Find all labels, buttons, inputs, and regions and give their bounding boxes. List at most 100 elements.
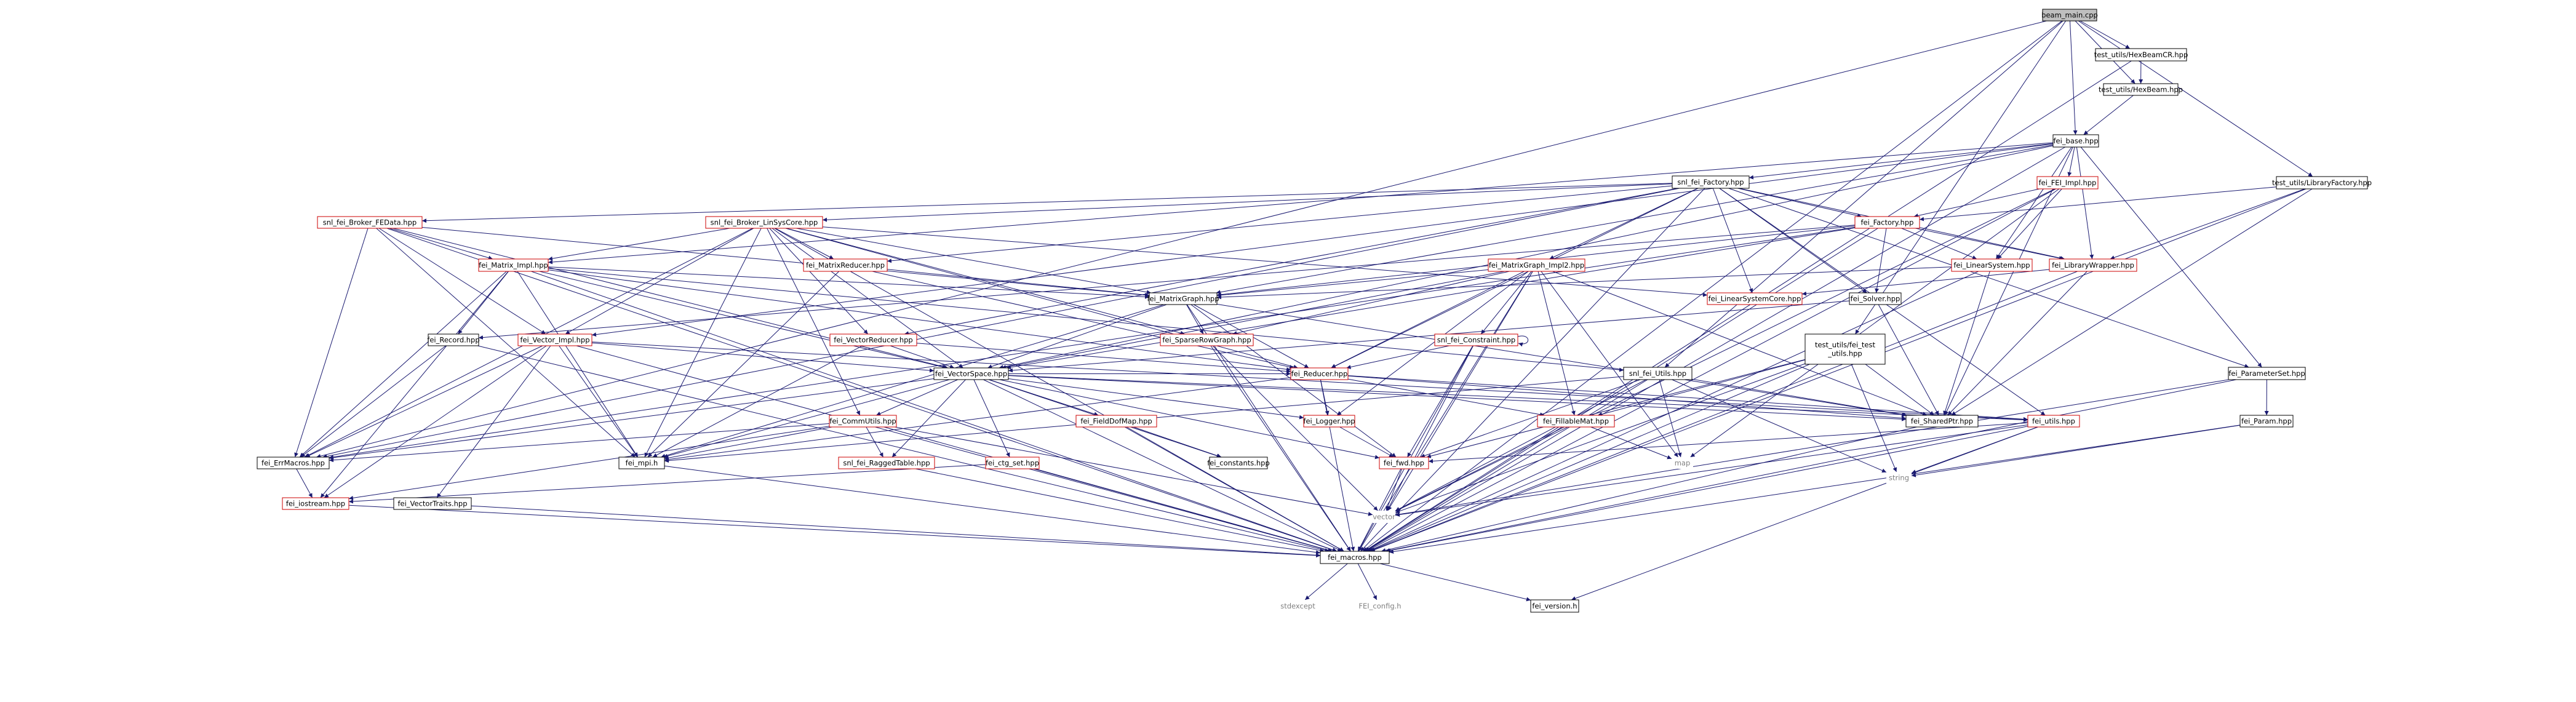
- edge-fei_base-to-matrix_impl: [548, 142, 2054, 265]
- node-box: [282, 497, 349, 510]
- node-linearsystem[interactable]: fei_LinearSystem.hpp: [1951, 258, 2033, 272]
- nodes-layer: beam_main.cpptest_utils/HexBeamCR.hpptes…: [257, 9, 2372, 613]
- node-box: [1672, 175, 1750, 189]
- edge-fei_base-to-sharedptr: [1944, 146, 2073, 416]
- node-test_fei_utils[interactable]: test_utils/fei_test_utils.hpp: [1804, 333, 1886, 365]
- edge-matrixreducer-to-matrixgraph: [887, 269, 1150, 297]
- node-commutils[interactable]: fei_CommUtils.hpp: [829, 415, 897, 428]
- edge-vectorspace-to-ctg_set: [973, 379, 1010, 458]
- node-macros[interactable]: fei_macros.hpp: [1320, 551, 1390, 564]
- node-fei_factory[interactable]: fei_Factory.hpp: [1854, 216, 1920, 229]
- node-mpi[interactable]: fei_mpi.h: [618, 457, 665, 469]
- edge-mpi-to-macros: [664, 465, 1321, 555]
- edge-snl_utils-to-macros: [1365, 379, 1648, 552]
- node-logger[interactable]: fei_Logger.hpp: [1303, 415, 1355, 428]
- node-utils[interactable]: fei_utils.hpp: [2027, 415, 2080, 428]
- node-box: [2052, 134, 2099, 148]
- node-fwd[interactable]: fei_fwd.hpp: [1379, 457, 1429, 469]
- edge-vector_impl-to-iostream: [324, 345, 547, 498]
- node-matrixgraph_impl2[interactable]: fei_MatrixGraph_Impl2.hpp: [1488, 258, 1585, 272]
- node-vectorspace[interactable]: fei_VectorSpace.hpp: [933, 367, 1009, 380]
- node-vectortraits[interactable]: fei_VectorTraits.hpp: [393, 497, 472, 510]
- node-hexbeamcr[interactable]: test_utils/HexBeamCR.hpp: [2094, 48, 2188, 62]
- node-snl_factory[interactable]: snl_fei_Factory.hpp: [1672, 175, 1750, 189]
- edge-ctg_set-to-macros: [1033, 468, 1333, 552]
- node-ctg_set[interactable]: fei_ctg_set.hpp: [985, 457, 1040, 469]
- node-box: [829, 333, 917, 346]
- node-record[interactable]: fei_Record.hpp: [427, 333, 480, 346]
- edge-test_fei_utils-to-fwd: [1426, 359, 1806, 458]
- node-box: [829, 415, 897, 428]
- edge-matrix_impl-to-record: [458, 271, 509, 335]
- node-box: [838, 457, 935, 469]
- node-sharedptr[interactable]: fei_SharedPtr.hpp: [1905, 415, 1979, 428]
- node-snl_utils[interactable]: snl_fei_Utils.hpp: [1623, 367, 1693, 380]
- edge-matrixreducer-to-reducer: [872, 271, 1294, 369]
- node-box: [705, 216, 823, 229]
- node-constants[interactable]: fei_constants.hpp: [1207, 457, 1270, 469]
- edge-snl_utils-to-fwd: [1420, 379, 1641, 458]
- edge-librarywrapper-to-macros: [1370, 271, 2078, 552]
- edge-utils-to-fwd: [1428, 422, 2028, 463]
- node-label: fei_LinearSystemCore.hpp: [1709, 295, 1801, 303]
- node-box: [1905, 415, 1979, 428]
- edge-commutils-to-raggedtable: [866, 426, 884, 458]
- node-box: [1707, 292, 1803, 305]
- node-matrix_impl[interactable]: fei_Matrix_Impl.hpp: [478, 258, 549, 272]
- edge-snl_utils-to-map: [1659, 379, 1682, 458]
- node-matrixgraph[interactable]: fei_MatrixGraph.hpp: [1147, 292, 1219, 305]
- node-errmacros[interactable]: fei_ErrMacros.hpp: [257, 457, 330, 469]
- edge-broker_linsys-to-matrixgraph: [796, 228, 1151, 295]
- node-snl_constraint[interactable]: snl_fei_Constraint.hpp: [1434, 333, 1518, 346]
- node-solver[interactable]: fei_Solver.hpp: [1849, 292, 1902, 305]
- node-fillablemat[interactable]: fei_FillableMat.hpp: [1537, 415, 1615, 428]
- edge-vectorspace-to-raggedtable: [891, 379, 966, 458]
- edge-beam_main_cpp-to-errmacros: [316, 20, 2047, 458]
- node-fei_base[interactable]: fei_base.hpp: [2052, 134, 2099, 148]
- node-libfactory[interactable]: test_utils/LibraryFactory.hpp: [2272, 176, 2372, 189]
- edge-beam_main_cpp-to-libfactory: [2078, 20, 2313, 177]
- edge-broker_linsys-to-vector_impl: [565, 228, 754, 335]
- node-box: [1434, 333, 1518, 346]
- node-vector_impl[interactable]: fei_Vector_Impl.hpp: [517, 333, 592, 346]
- node-box: [1951, 258, 2033, 272]
- node-parameterset[interactable]: fei_ParameterSet.hpp: [2228, 367, 2306, 380]
- edge-snl_factory-to-macros: [1360, 188, 1705, 552]
- node-reducer[interactable]: fei_Reducer.hpp: [1290, 367, 1349, 380]
- node-box: [1488, 258, 1585, 272]
- node-label: fei_VectorReducer.hpp: [834, 336, 912, 345]
- edge-matrix_impl-to-vectorspace: [539, 271, 947, 369]
- node-vector: vector: [1373, 511, 1395, 523]
- node-box: [1623, 367, 1693, 380]
- node-box: [2042, 9, 2097, 22]
- node-raggedtable[interactable]: snl_fei_RaggedTable.hpp: [838, 457, 935, 469]
- node-fei_fei_impl[interactable]: fei_FEI_Impl.hpp: [2036, 176, 2099, 189]
- edge-vectorspace-to-utils: [1008, 375, 2028, 422]
- node-fielddofmap[interactable]: fei_FieldDofMap.hpp: [1075, 415, 1157, 428]
- node-linsyscore[interactable]: fei_LinearSystemCore.hpp: [1707, 292, 1803, 305]
- node-matrixreducer[interactable]: fei_MatrixReducer.hpp: [803, 258, 888, 272]
- edge-parameterset-to-vector: [1395, 379, 2229, 517]
- edge-vectorreducer-to-mpi: [652, 345, 863, 458]
- edge-fei_factory-to-macros: [1364, 228, 1878, 552]
- node-broker_fedata[interactable]: snl_fei_Broker_FEData.hpp: [317, 216, 423, 229]
- node-hexbeam[interactable]: test_utils/HexBeam.hpp: [2099, 83, 2183, 96]
- edges-layer: [294, 20, 2313, 602]
- edge-vectorspace-to-commutils: [875, 379, 959, 416]
- node-vectorreducer[interactable]: fei_VectorReducer.hpp: [829, 333, 917, 346]
- edge-linearsystem-to-sharedptr: [1943, 271, 1990, 416]
- node-label: fei_MatrixGraph_Impl2.hpp: [1489, 261, 1584, 269]
- node-label: snl_fei_Utils.hpp: [1629, 369, 1686, 378]
- node-label: FEI_config.h: [1358, 602, 1401, 610]
- node-iostream[interactable]: fei_iostream.hpp: [282, 497, 349, 510]
- node-label: fei_FieldDofMap.hpp: [1080, 417, 1152, 426]
- node-param[interactable]: fei_Param.hpp: [2239, 415, 2294, 428]
- edge-fwd-to-macros: [1357, 468, 1402, 552]
- node-version[interactable]: fei_version.h: [1530, 599, 1579, 613]
- edge-vectorspace-to-macros: [983, 379, 1342, 552]
- node-broker_linsys[interactable]: snl_fei_Broker_LinSysCore.hpp: [705, 216, 823, 229]
- node-librarywrapper[interactable]: fei_LibraryWrapper.hpp: [2049, 258, 2137, 272]
- node-sparserowgraph[interactable]: fei_SparseRowGraph.hpp: [1160, 333, 1254, 346]
- edge-fielddofmap-to-constants: [1133, 426, 1222, 458]
